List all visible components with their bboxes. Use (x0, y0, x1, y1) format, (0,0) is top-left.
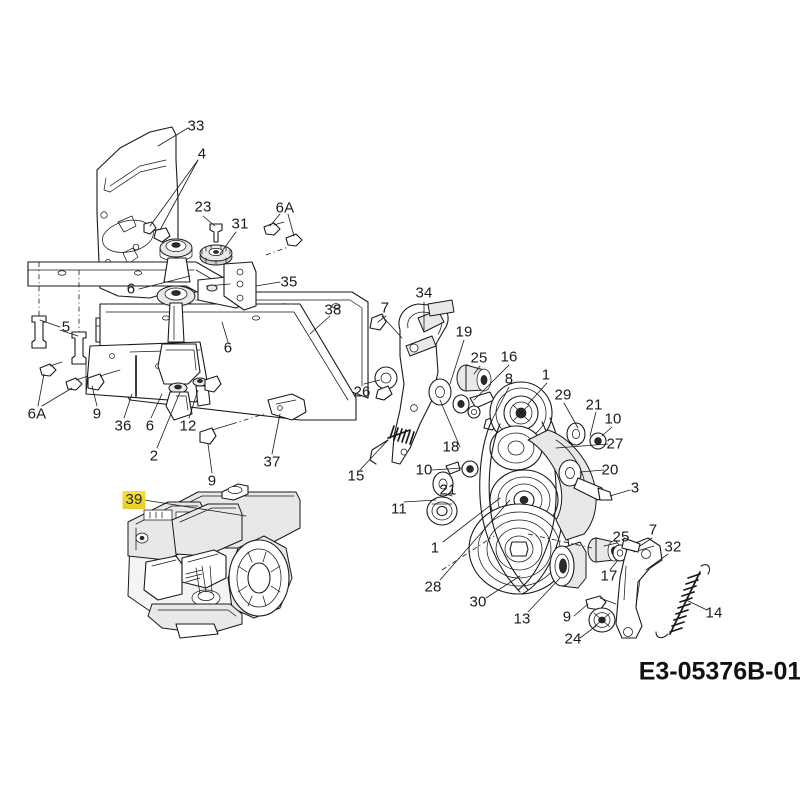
washers-lower-left (432, 460, 479, 497)
callout-39: 39 (122, 491, 146, 509)
pulley-belt-drive-assembly (369, 299, 711, 639)
part-39-engine (127, 483, 301, 639)
callout-6: 6 (223, 339, 233, 357)
fastener-4 (143, 221, 171, 243)
callout-23: 23 (194, 198, 212, 216)
callout-2: 2 (149, 447, 159, 465)
part-13-hub (549, 541, 587, 589)
fastener-9-lower (199, 413, 265, 445)
callout-6a: 6A (275, 199, 295, 217)
callout-13: 13 (513, 610, 531, 628)
callout-19: 19 (455, 323, 473, 341)
fastener-7-upper (369, 313, 403, 339)
callout-14: 14 (705, 604, 723, 622)
part-35-bracket (197, 261, 257, 311)
callout-25: 25 (470, 349, 488, 367)
callout-21: 21 (439, 481, 457, 499)
callout-31: 31 (231, 215, 249, 233)
callout-6: 6 (126, 280, 136, 298)
callout-35: 35 (280, 273, 298, 291)
callout-30: 30 (469, 593, 487, 611)
callout-15: 15 (347, 467, 365, 485)
callout-10: 10 (415, 461, 433, 479)
callout-17: 17 (600, 567, 618, 585)
callout-1: 1 (430, 539, 440, 557)
part-14-tension-spring (655, 564, 711, 639)
callout-9: 9 (562, 608, 572, 626)
callout-32: 32 (664, 538, 682, 556)
callout-16: 16 (500, 348, 518, 366)
callout-8: 8 (504, 370, 514, 388)
washers-29-21-10 (566, 422, 607, 450)
part-37-latch (267, 393, 307, 421)
fasteners-6a-left (39, 361, 89, 391)
deck-lower-hub (157, 343, 211, 421)
part-34-idler-arm (391, 299, 455, 465)
callout-7: 7 (648, 521, 658, 539)
callout-18: 18 (442, 438, 460, 456)
callout-21: 21 (585, 396, 603, 414)
part-31-gear (199, 244, 233, 266)
deck-mid-pulley (156, 285, 196, 343)
leader-lines (37, 127, 708, 639)
fastener-23 (209, 223, 223, 243)
callout-1: 1 (541, 366, 551, 384)
callout-6: 6 (145, 417, 155, 435)
part-number-label: E3-05376B-01 (638, 657, 800, 686)
callout-25: 25 (612, 528, 630, 546)
callout-34: 34 (415, 284, 433, 302)
callout-9: 9 (207, 472, 217, 490)
callout-3: 3 (630, 479, 640, 497)
callout-5: 5 (61, 318, 71, 336)
callout-12: 12 (179, 417, 197, 435)
part-11-bearing (426, 496, 458, 526)
callout-37: 37 (263, 453, 281, 471)
part-26-washer (374, 366, 398, 401)
fastener-7-lower (621, 537, 641, 553)
callout-11: 11 (391, 500, 407, 518)
callout-26: 26 (353, 383, 371, 401)
part-25-spacer-upper (456, 364, 492, 392)
part-32-idler-link (615, 537, 663, 639)
callout-7: 7 (380, 299, 390, 317)
callout-10: 10 (604, 410, 622, 428)
frame-deck-assembly (27, 126, 369, 445)
callout-24: 24 (564, 630, 582, 648)
callout-36: 36 (114, 417, 132, 435)
callout-28: 28 (424, 578, 442, 596)
callout-33: 33 (187, 117, 205, 135)
callout-9: 9 (92, 405, 102, 423)
part-15-rod-spring (369, 425, 415, 465)
callout-20: 20 (601, 461, 619, 479)
fasteners-6a-right (263, 221, 303, 256)
deck-pivot-pulley-top (159, 238, 193, 283)
fastener-6-right (204, 375, 222, 393)
part-1-pulley-stack (489, 381, 553, 471)
callout-29: 29 (554, 386, 572, 404)
callout-4: 4 (197, 145, 207, 163)
fastener-9-24 (585, 595, 617, 633)
part-20-washer-bolt-3 (558, 459, 613, 501)
washers-19-18 (428, 378, 470, 414)
callout-38: 38 (324, 301, 342, 319)
callout-6a: 6A (27, 405, 47, 423)
part-33-guard-plate (96, 126, 179, 299)
callout-27: 27 (606, 435, 624, 453)
